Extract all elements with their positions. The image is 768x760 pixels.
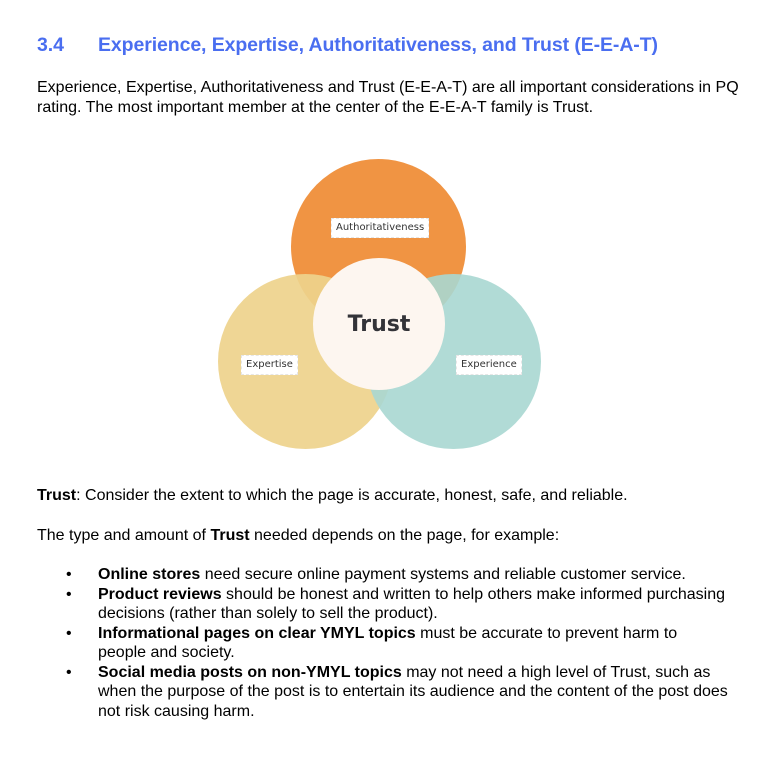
example-text: need secure online payment systems and r…: [200, 566, 686, 583]
list-item: • Online stores need secure online paymen…: [0, 565, 728, 585]
trust-need-paragraph: The type and amount of Trust needed depe…: [37, 526, 559, 546]
list-item: • Social media posts on non-YMYL topics m…: [0, 663, 728, 722]
bullet-icon: •: [66, 566, 72, 583]
list-item: • Product reviews should be honest and wr…: [0, 585, 728, 624]
trust-circle: Trust: [313, 258, 445, 390]
intro-paragraph: Experience, Expertise, Authoritativeness…: [37, 79, 739, 116]
trust-need-before: The type and amount of: [37, 527, 211, 544]
trust-center-label: Trust: [347, 311, 411, 337]
bullet-icon: •: [66, 663, 72, 681]
trust-need-after: needed depends on the page, for example:: [249, 527, 560, 544]
example-term: Social media posts on non-YMYL topics: [98, 663, 402, 681]
example-term: Product reviews: [98, 585, 222, 603]
section-title: Experience, Expertise, Authoritativeness…: [98, 34, 658, 56]
section-number: 3.4: [37, 34, 64, 56]
example-term: Online stores: [98, 566, 201, 583]
trust-need-term: Trust: [210, 527, 250, 544]
section-heading: 3.4 Experience, Expertise, Authoritativen…: [37, 34, 658, 57]
trust-definition-text: : Consider the extent to which the page …: [76, 487, 628, 504]
trust-term: Trust: [37, 487, 77, 504]
example-term: Informational pages on clear YMYL topics: [98, 624, 416, 642]
trust-definition: Trust: Consider the extent to which the …: [37, 486, 628, 506]
example-text: must be accurate to prevent harm to peop…: [98, 624, 678, 662]
bullet-icon: •: [66, 624, 72, 642]
bullet-icon: •: [66, 585, 72, 603]
eeat-venn-diagram: Trust Authoritativeness Expertise Experi…: [218, 159, 541, 449]
trust-examples-list: • Online stores need secure online paymen…: [0, 565, 740, 721]
example-text: should be honest and written to help oth…: [98, 585, 726, 623]
list-item: • Informational pages on clear YMYL topic…: [0, 624, 728, 663]
example-text: may not need a high level of Trust, such…: [98, 663, 728, 720]
